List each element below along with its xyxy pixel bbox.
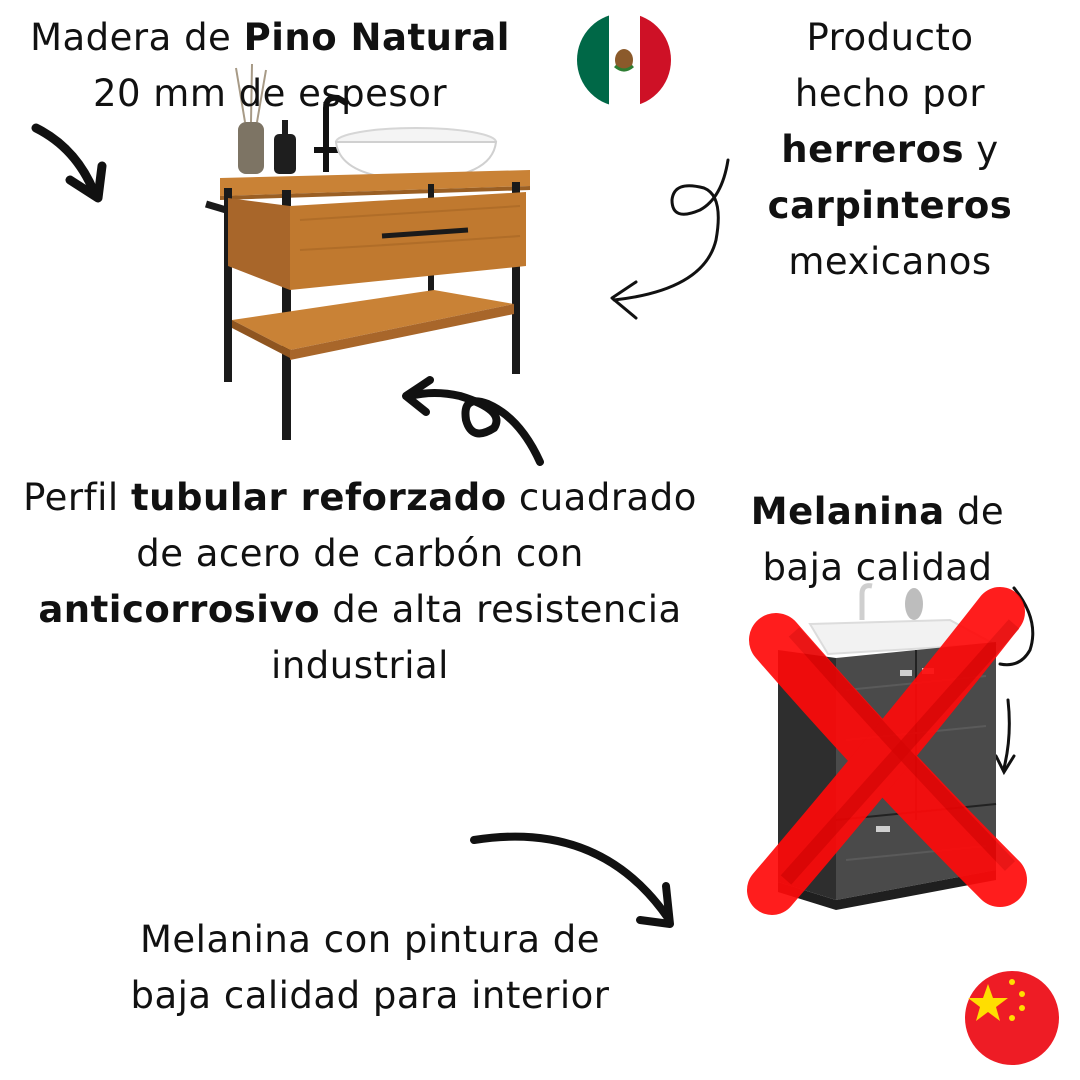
- caption-text: 20 mm de espesor: [92, 72, 448, 115]
- curly-arrow-icon: [610, 158, 730, 320]
- caption-text: Madera de: [30, 16, 244, 59]
- red-cross-mark: [747, 587, 1027, 915]
- caption-text: de: [944, 490, 1005, 533]
- caption-text: industrial: [271, 644, 449, 687]
- wooden-vanity-image: [205, 63, 530, 440]
- caption-text: cuadrado: [506, 476, 697, 519]
- low-quality-melamine-caption: Melanina de baja calidad: [735, 484, 1020, 596]
- caption-text: mexicanos: [788, 240, 992, 283]
- mexican-made-caption: Producto hecho por herreros y carpintero…: [730, 10, 1050, 290]
- steel-profile-caption: Perfil tubular reforzado cuadrado de ace…: [10, 470, 710, 694]
- caption-text: baja calidad: [762, 546, 993, 589]
- swoosh-arrow-icon: [470, 832, 674, 928]
- pine-wood-caption: Madera de Pino Natural 20 mm de espesor: [10, 10, 530, 122]
- caption-bold-text: herreros: [781, 128, 965, 171]
- caption-text: Producto: [806, 16, 974, 59]
- caption-bold-text: Pino Natural: [243, 16, 510, 59]
- caption-text: y: [964, 128, 999, 171]
- melamine-paint-caption: Melanina con pintura de baja calidad par…: [90, 912, 650, 1024]
- china-flag-icon: [965, 971, 1059, 1065]
- caption-bold-text: anticorrosivo: [38, 588, 320, 631]
- caption-text: baja calidad para interior: [130, 974, 610, 1017]
- mexico-flag-icon: [577, 13, 671, 107]
- caption-text: de alta resistencia: [320, 588, 682, 631]
- caption-text: hecho por: [794, 72, 986, 115]
- caption-text: Melanina con pintura de: [139, 918, 601, 961]
- caption-bold-text: Melanina: [750, 490, 945, 533]
- caption-bold-text: carpinteros: [767, 184, 1013, 227]
- small-arrow-icon: [994, 586, 1035, 776]
- loop-arrow-icon: [402, 376, 544, 466]
- caption-text: Perfil: [23, 476, 131, 519]
- caption-text: de acero de carbón con: [136, 532, 584, 575]
- arrow-icon: [31, 123, 107, 203]
- caption-bold-text: tubular reforzado: [130, 476, 507, 519]
